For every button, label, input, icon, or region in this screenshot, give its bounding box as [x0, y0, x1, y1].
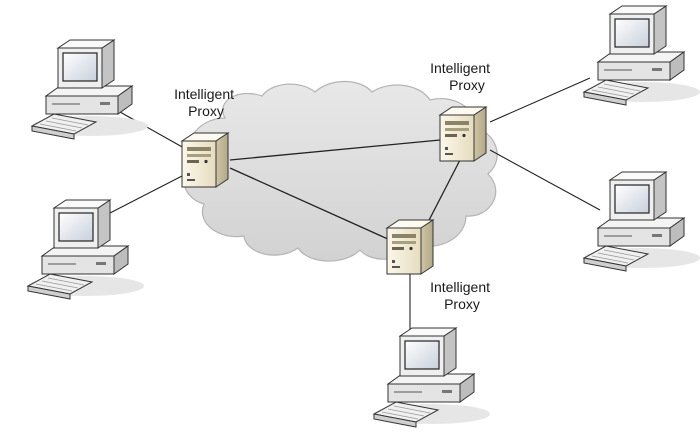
proxy-label-right: Intelligent Proxy	[430, 60, 494, 93]
proxy-links	[229, 139, 461, 241]
link-midright-computer	[489, 149, 601, 211]
link-midleft-computer	[109, 175, 183, 214]
computer-top-right-icon	[583, 5, 700, 106]
link-left-bottom	[229, 167, 391, 241]
proxy-label-bottom-line2: Proxy	[444, 296, 480, 312]
proxy-label-bottom-line1: Intelligent	[430, 279, 490, 295]
proxy-label-right-line2: Proxy	[449, 77, 485, 93]
proxy-server-left-icon	[181, 132, 229, 188]
proxy-server-bottom-icon	[386, 219, 434, 275]
proxy-server-right-icon	[439, 106, 487, 162]
link-topright-computer	[489, 77, 591, 123]
client-links	[109, 77, 601, 348]
proxy-label-left-line1: Intelligent	[174, 86, 234, 102]
proxy-label-left-line2: Proxy	[188, 103, 224, 119]
network-cloud	[183, 81, 498, 262]
link-right-bottom	[424, 159, 461, 229]
computer-top-left-icon	[31, 39, 149, 140]
link-left-right	[229, 139, 441, 161]
computer-mid-right-icon	[583, 171, 700, 272]
proxy-label-bottom: Intelligent Proxy	[430, 279, 494, 312]
computer-mid-left-icon	[27, 199, 145, 300]
computer-bottom-icon	[373, 327, 491, 428]
link-topleft-computer	[119, 111, 185, 149]
proxy-label-right-line1: Intelligent	[430, 60, 490, 76]
proxy-label-left: Intelligent Proxy	[174, 86, 238, 119]
